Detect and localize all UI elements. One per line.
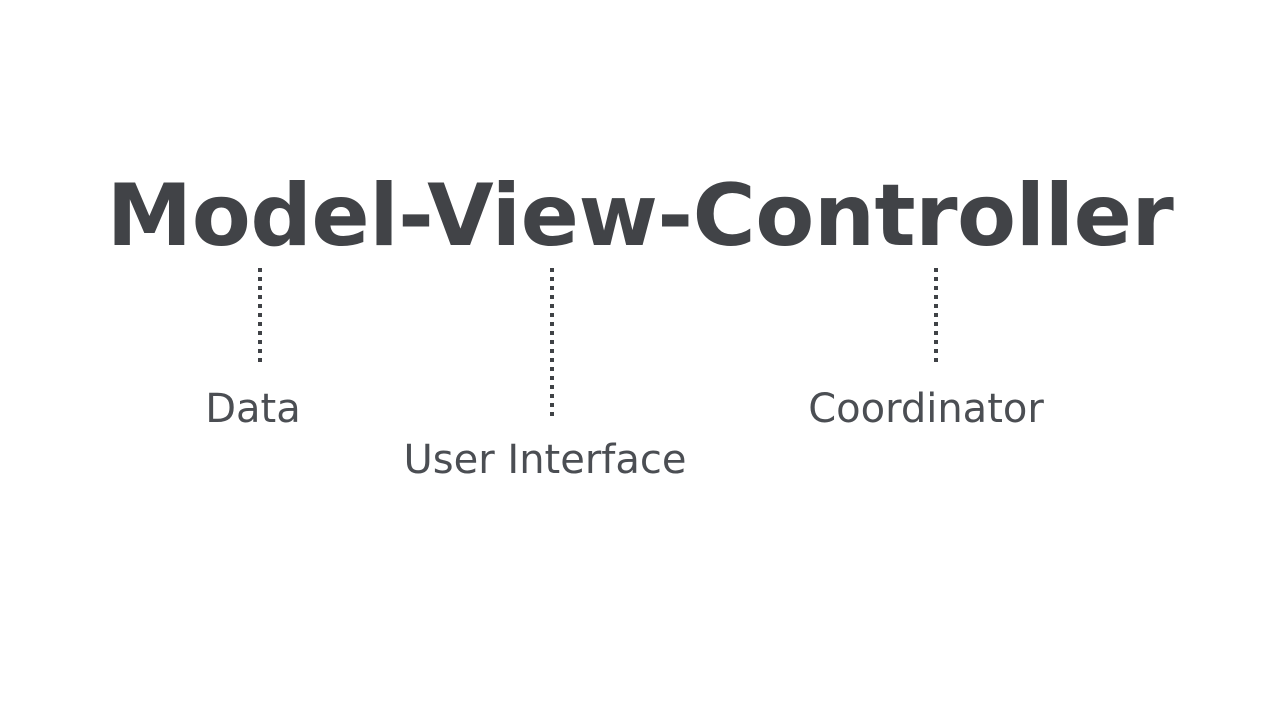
- page-title: Model-View-Controller: [106, 166, 1174, 266]
- label-model-data: Data: [205, 386, 301, 432]
- connector-view: [550, 268, 554, 419]
- connector-model: [258, 268, 262, 366]
- connector-controller: [934, 268, 938, 366]
- label-controller-coordinator: Coordinator: [808, 386, 1044, 432]
- label-view-user-interface: User Interface: [403, 437, 687, 483]
